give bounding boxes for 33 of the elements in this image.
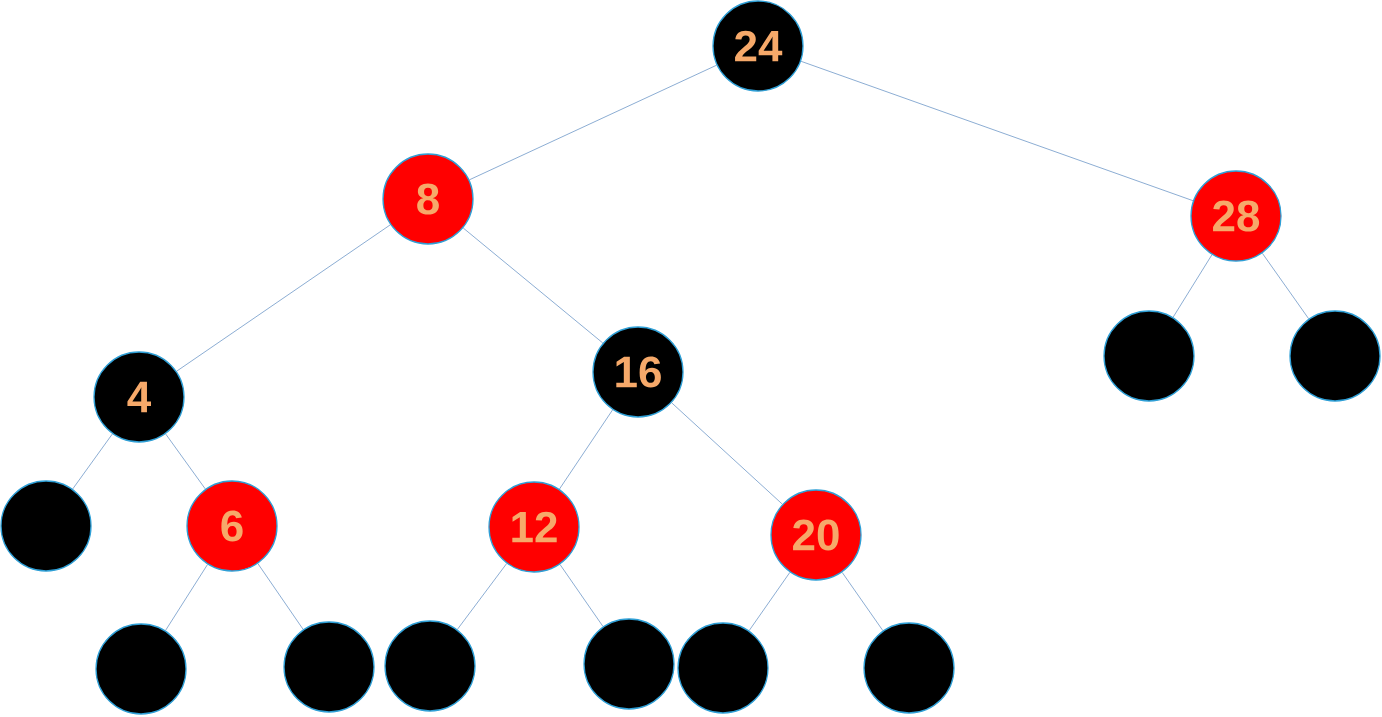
leaf-node bbox=[283, 621, 375, 713]
edge-line bbox=[671, 402, 783, 505]
edge-line bbox=[1172, 254, 1213, 318]
leaf-node bbox=[0, 480, 92, 572]
edge-line bbox=[1262, 252, 1309, 320]
edge-line bbox=[559, 564, 604, 627]
tree-node: 16 bbox=[592, 326, 684, 418]
edge-line bbox=[841, 572, 884, 631]
leaf-node bbox=[863, 622, 955, 714]
tree-node: 4 bbox=[93, 351, 185, 443]
edge-line bbox=[462, 227, 604, 344]
tree-node: 6 bbox=[186, 480, 278, 572]
edge-line bbox=[257, 563, 304, 630]
leaf-node bbox=[583, 618, 675, 710]
tree-node: 12 bbox=[488, 481, 580, 573]
edge-line bbox=[72, 433, 113, 490]
tree-node: 28 bbox=[1190, 170, 1282, 262]
leaf-node bbox=[384, 620, 476, 712]
edge-line bbox=[176, 224, 391, 372]
edge-line bbox=[748, 572, 791, 631]
tree-node: 20 bbox=[770, 489, 862, 581]
edge-line bbox=[165, 564, 208, 631]
edge-line bbox=[165, 433, 206, 490]
leaf-node bbox=[95, 623, 187, 715]
leaf-node bbox=[677, 622, 769, 714]
leaf-node bbox=[1103, 310, 1195, 402]
edge-line bbox=[559, 409, 613, 490]
leaf-node bbox=[1289, 310, 1381, 402]
edge-line bbox=[800, 60, 1194, 202]
tree-node: 8 bbox=[382, 153, 474, 245]
tree-node: 24 bbox=[712, 0, 804, 92]
edge-line bbox=[469, 64, 717, 181]
edge-line bbox=[457, 563, 507, 630]
